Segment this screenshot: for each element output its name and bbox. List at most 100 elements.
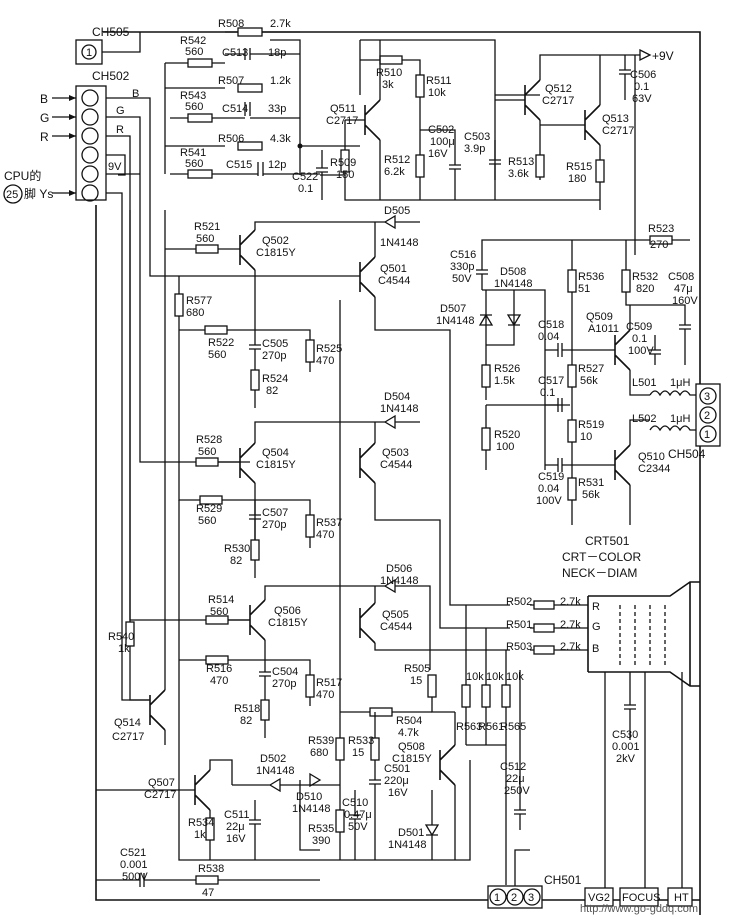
- resistor-r507: [237, 83, 263, 93]
- capacitor-c514: [212, 102, 300, 119]
- c522-ref: C522: [292, 171, 318, 183]
- d506-ref: D506: [386, 563, 412, 575]
- capacitor-c505: [249, 330, 261, 370]
- q511-ref: Q511: [330, 103, 356, 115]
- c519-voltage: 100V: [536, 495, 562, 507]
- r522-ref: R522: [208, 337, 234, 349]
- r503-ref: R503: [506, 641, 532, 653]
- inductor-l501: [649, 390, 700, 397]
- q514-ref: Q514: [114, 717, 141, 729]
- crt-pin-g: G: [592, 621, 601, 633]
- d504-type: 1N4148: [380, 403, 419, 415]
- resistor-r503: [533, 645, 555, 655]
- ch501-pin1: 1: [494, 892, 500, 904]
- c506-voltage: 63V: [632, 93, 652, 105]
- inductor-l502: [649, 425, 700, 432]
- r521-ref: R521: [194, 221, 220, 233]
- d502-ref: D502: [260, 753, 286, 765]
- input-g: G: [40, 111, 49, 125]
- r511-ref: R511: [426, 75, 451, 87]
- c512-ref: C512: [500, 761, 526, 773]
- diode-d506: [383, 578, 431, 670]
- r507-ref: R507: [218, 75, 244, 87]
- c530-ref: C530: [612, 729, 638, 741]
- q503-type: C4544: [380, 459, 412, 471]
- r523-val: 270: [650, 239, 668, 251]
- wire-g-label: G: [116, 105, 125, 117]
- cpu-pin-label: 脚 Ys: [24, 186, 53, 201]
- r561-ref: R561: [478, 721, 504, 733]
- capacitor-c517: [545, 398, 563, 412]
- c510-ref: C510: [342, 797, 368, 809]
- watermark: http://www.go-gddq.com: [580, 903, 698, 915]
- d508-ref: D508: [500, 266, 526, 278]
- r521-val: 560: [196, 233, 214, 245]
- r524-ref: R524: [262, 373, 288, 385]
- c521-val: 0.001: [120, 859, 148, 871]
- capacitor-c503: [489, 140, 501, 200]
- c506-val: 0.1: [634, 81, 649, 93]
- c513-ref: C513: [222, 47, 248, 59]
- resistor-r501: [533, 623, 555, 633]
- capacitor-c504: [259, 660, 271, 700]
- r502-val: 2.7k: [560, 596, 581, 608]
- capacitor-c509: [649, 335, 661, 365]
- resistor-r521: [195, 244, 219, 254]
- r536-ref: R532: [632, 271, 658, 283]
- diode-d505: [383, 214, 420, 230]
- diode-d501: [424, 790, 440, 860]
- resistor-r535: [335, 809, 345, 833]
- cpu-pin-number: 25: [6, 189, 18, 201]
- diode-d510: [299, 772, 322, 851]
- c509-val: 0.1: [632, 333, 647, 345]
- resistor-r511: [415, 74, 425, 98]
- terminal-vg2-label: VG2: [588, 892, 610, 904]
- q502-type: C1815Y: [256, 247, 296, 259]
- r519-val: 100: [496, 441, 514, 453]
- r540-val: 1k: [118, 643, 130, 655]
- q506-type: C1815Y: [268, 617, 308, 629]
- c503-val: 3.9p: [464, 143, 485, 155]
- transistor-q502: [239, 221, 385, 330]
- c509-ref: C509: [626, 321, 652, 333]
- transistor-q511: [345, 40, 381, 200]
- r541-val: 560: [185, 158, 203, 170]
- r518-val: 82: [240, 715, 252, 727]
- c517-ref: C517: [538, 375, 564, 387]
- c508-ref: C508: [668, 271, 694, 283]
- resistor-r561: [481, 684, 491, 708]
- q512-type: C2717: [542, 95, 574, 107]
- d501-ref: D501: [398, 827, 424, 839]
- resistor-r518: [260, 699, 270, 721]
- resistor-r512: [415, 154, 425, 178]
- c514-ref: C514: [222, 103, 248, 115]
- r514-val: 560: [210, 606, 228, 618]
- r504-val: 4.7k: [398, 727, 419, 739]
- c518-ref: C518: [538, 319, 564, 331]
- c510-val: 0.47μ: [344, 809, 372, 821]
- resistor-r526: [567, 269, 577, 293]
- r536-val: 820: [636, 283, 654, 295]
- resistor-r534: [205, 817, 215, 841]
- r525-ref: R525: [316, 343, 342, 355]
- capacitor-c510: [349, 790, 361, 860]
- c530-voltage: 2kV: [616, 753, 636, 765]
- c515-ref: C515: [226, 159, 252, 171]
- resistor-r537: [305, 514, 315, 538]
- c518-val: 0.04: [538, 331, 559, 343]
- r509-ref: R509: [330, 157, 356, 169]
- r563-ref: R563: [456, 721, 482, 733]
- resistor-r520: [481, 364, 491, 388]
- connector-ch501: 1 2 3: [487, 885, 543, 909]
- l501-ref: L501: [632, 377, 656, 389]
- ch504-pin1: 1: [704, 429, 710, 441]
- r519-ref: R520: [494, 429, 520, 441]
- q504-type: C1815Y: [256, 459, 296, 471]
- l502-val: 1μH: [670, 413, 690, 425]
- terminal-focus-label: FOCUS: [622, 892, 661, 904]
- r532-val: 56k: [582, 489, 600, 501]
- ch505-label: CH505: [92, 25, 130, 39]
- wire-r-label: R: [116, 124, 124, 136]
- r531-val: 10: [580, 431, 592, 443]
